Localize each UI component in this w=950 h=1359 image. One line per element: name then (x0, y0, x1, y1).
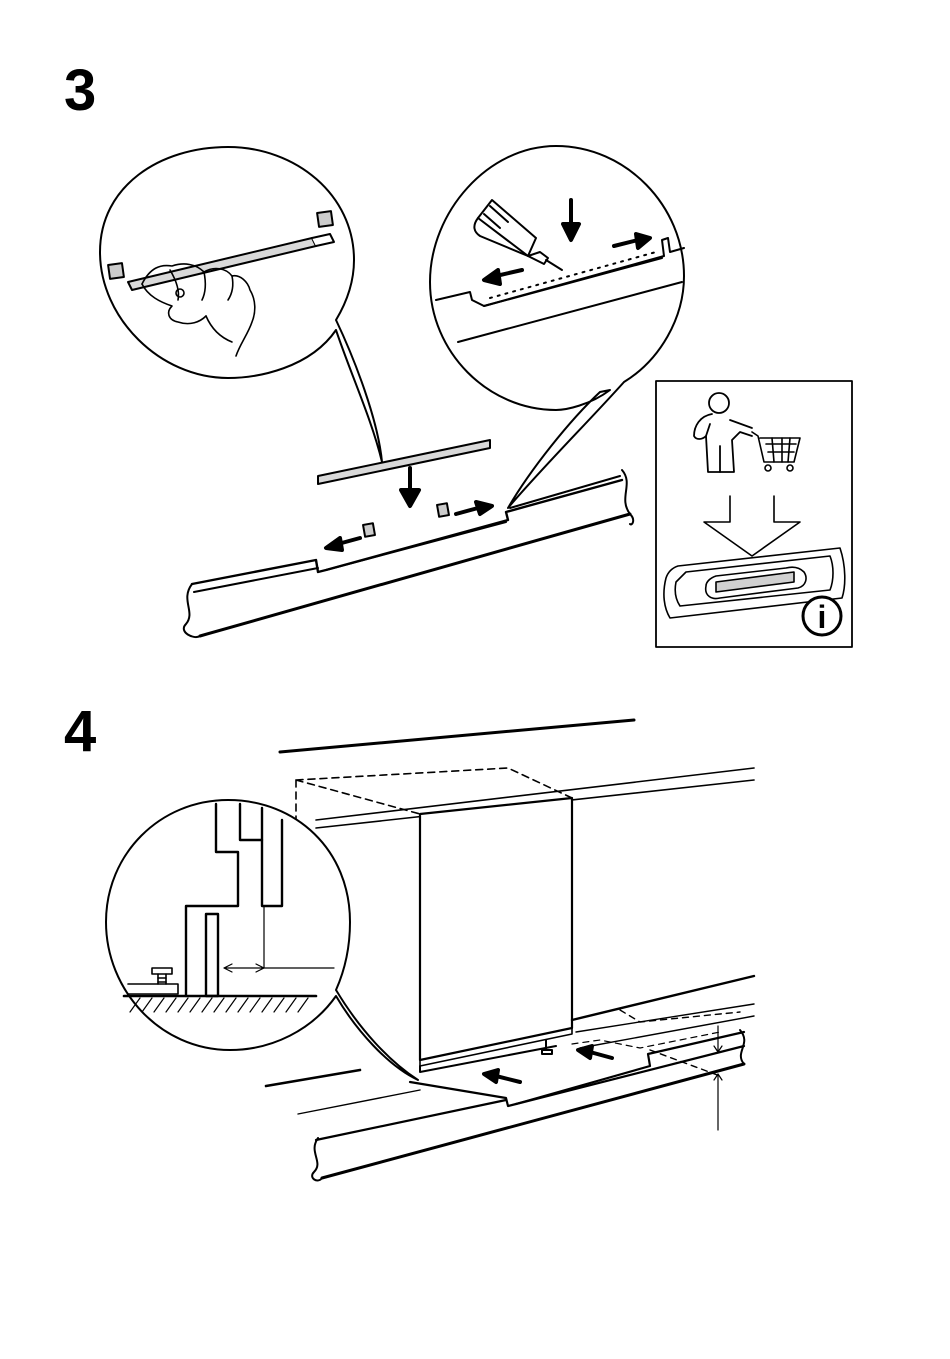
info-panel: i (656, 381, 852, 647)
step-4-illustration (106, 720, 754, 1180)
arrow-left-icon (484, 1070, 520, 1082)
svg-text:i: i (818, 599, 827, 635)
arrow-left-icon (326, 538, 360, 550)
step-3-illustration: i (100, 146, 852, 647)
arrow-down-icon (401, 468, 419, 506)
plinth-profile-step3 (184, 440, 633, 637)
detail-circle-peel-strip (100, 147, 382, 462)
info-icon: i (803, 597, 841, 635)
dimension-marker (714, 1026, 722, 1130)
detail-circle-plinth (106, 800, 418, 1080)
arrow-right-icon (456, 502, 492, 514)
arrow-left-icon (578, 1046, 612, 1058)
detail-circle-glue (430, 146, 684, 508)
